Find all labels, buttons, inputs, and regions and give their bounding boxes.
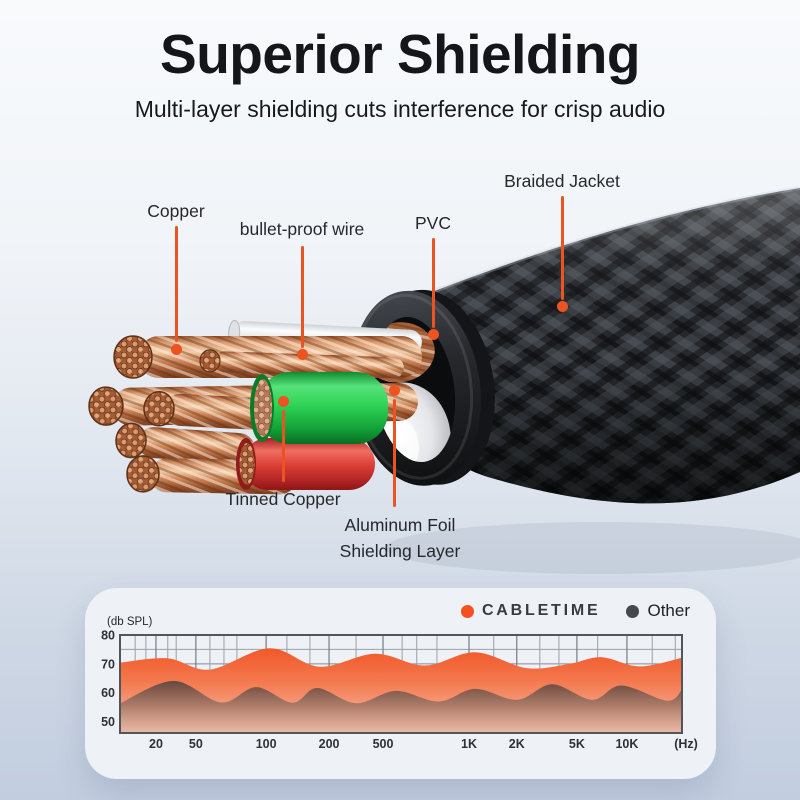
series-area-other bbox=[120, 680, 682, 733]
x-tick-label: 500 bbox=[373, 737, 394, 751]
x-tick-label: 200 bbox=[319, 737, 340, 751]
callout-aluminum-foil-dot bbox=[388, 385, 400, 396]
callout-pvc-dot bbox=[427, 329, 439, 340]
x-tick-label: 2K bbox=[509, 737, 525, 751]
callout-copper-label: Copper bbox=[147, 201, 205, 221]
page-subtitle: Multi-layer shielding cuts interference … bbox=[134, 96, 666, 122]
frequency-response-panel: (db SPL)80 70 60 50 20 50 100 200 500 1K 2K 5K 10K (H… bbox=[85, 588, 716, 779]
legend-dot-cabletime bbox=[460, 604, 474, 618]
x-tick-label: 100 bbox=[256, 737, 277, 751]
legend-label-cabletime: CABLETIME bbox=[481, 602, 601, 619]
callout-pvc-label: PVC bbox=[415, 213, 451, 233]
callout-tinned-copper-dot bbox=[277, 396, 289, 407]
braided-jacket bbox=[420, 186, 800, 504]
callout-braided-jacket-line bbox=[560, 196, 564, 300]
frequency-response-chart: (db SPL)80 70 60 50 20 50 100 200 500 1K 2K 5K 10K (H… bbox=[101, 616, 698, 751]
callout-copper-line bbox=[174, 226, 178, 342]
callout-aluminum-foil-label-line1: Aluminum Foil bbox=[344, 515, 456, 535]
red-insulated-wire bbox=[236, 438, 375, 490]
callout-aluminum-foil-label: Aluminum Foil Shielding Layer bbox=[340, 512, 461, 564]
green-insulated-wire bbox=[250, 372, 388, 444]
callout-braided-jacket-dot bbox=[556, 301, 568, 312]
callout-copper-dot bbox=[170, 344, 182, 355]
callout-braided-jacket-label: Braided Jacket bbox=[504, 171, 620, 191]
x-tick-label: 10K bbox=[615, 737, 638, 751]
x-tick-label: 50 bbox=[189, 737, 203, 751]
y-tick-label: 50 bbox=[101, 715, 115, 729]
legend-item-other: Other bbox=[626, 601, 690, 621]
plot-border bbox=[119, 634, 683, 734]
page-title: Superior Shielding bbox=[160, 23, 640, 85]
legend-label-other: Other bbox=[647, 601, 690, 620]
x-tick-label: 20 bbox=[149, 737, 163, 751]
callout-aluminum-foil-line bbox=[392, 399, 396, 507]
copper-bundle-5 bbox=[115, 422, 255, 465]
callout-bullet-proof-wire-dot bbox=[296, 349, 308, 360]
x-tick-label: 5K bbox=[569, 737, 585, 751]
callout-tinned-copper-label: Tinned Copper bbox=[225, 489, 341, 509]
callout-tinned-copper-line bbox=[281, 410, 285, 482]
chart-legend: CABLETIME Other bbox=[460, 601, 690, 621]
y-tick-label: 70 bbox=[101, 657, 115, 671]
callout-bullet-proof-wire-label: bullet-proof wire bbox=[239, 219, 365, 239]
cable-shadow bbox=[385, 522, 800, 574]
plot-area: (db SPL)80 70 60 50 20 50 100 200 500 1K 2K 5K 10K (H… bbox=[101, 616, 698, 751]
x-tick-label: 1K bbox=[461, 737, 477, 751]
callout-bullet-proof-wire-line bbox=[300, 246, 304, 348]
y-axis-unit-label: (db SPL) bbox=[107, 616, 153, 628]
y-tick-label: 80 bbox=[101, 629, 115, 643]
x-axis-unit-label: (Hz) bbox=[674, 737, 698, 751]
callout-aluminum-foil-label-line2: Shielding Layer bbox=[339, 541, 461, 561]
callout-pvc-line bbox=[431, 238, 435, 328]
legend-dot-other bbox=[626, 604, 640, 618]
y-tick-label: 60 bbox=[101, 686, 115, 700]
legend-item-cabletime: CABLETIME bbox=[460, 602, 601, 620]
copper-bundle-4 bbox=[143, 390, 276, 431]
copper-bundle-2 bbox=[199, 349, 404, 379]
